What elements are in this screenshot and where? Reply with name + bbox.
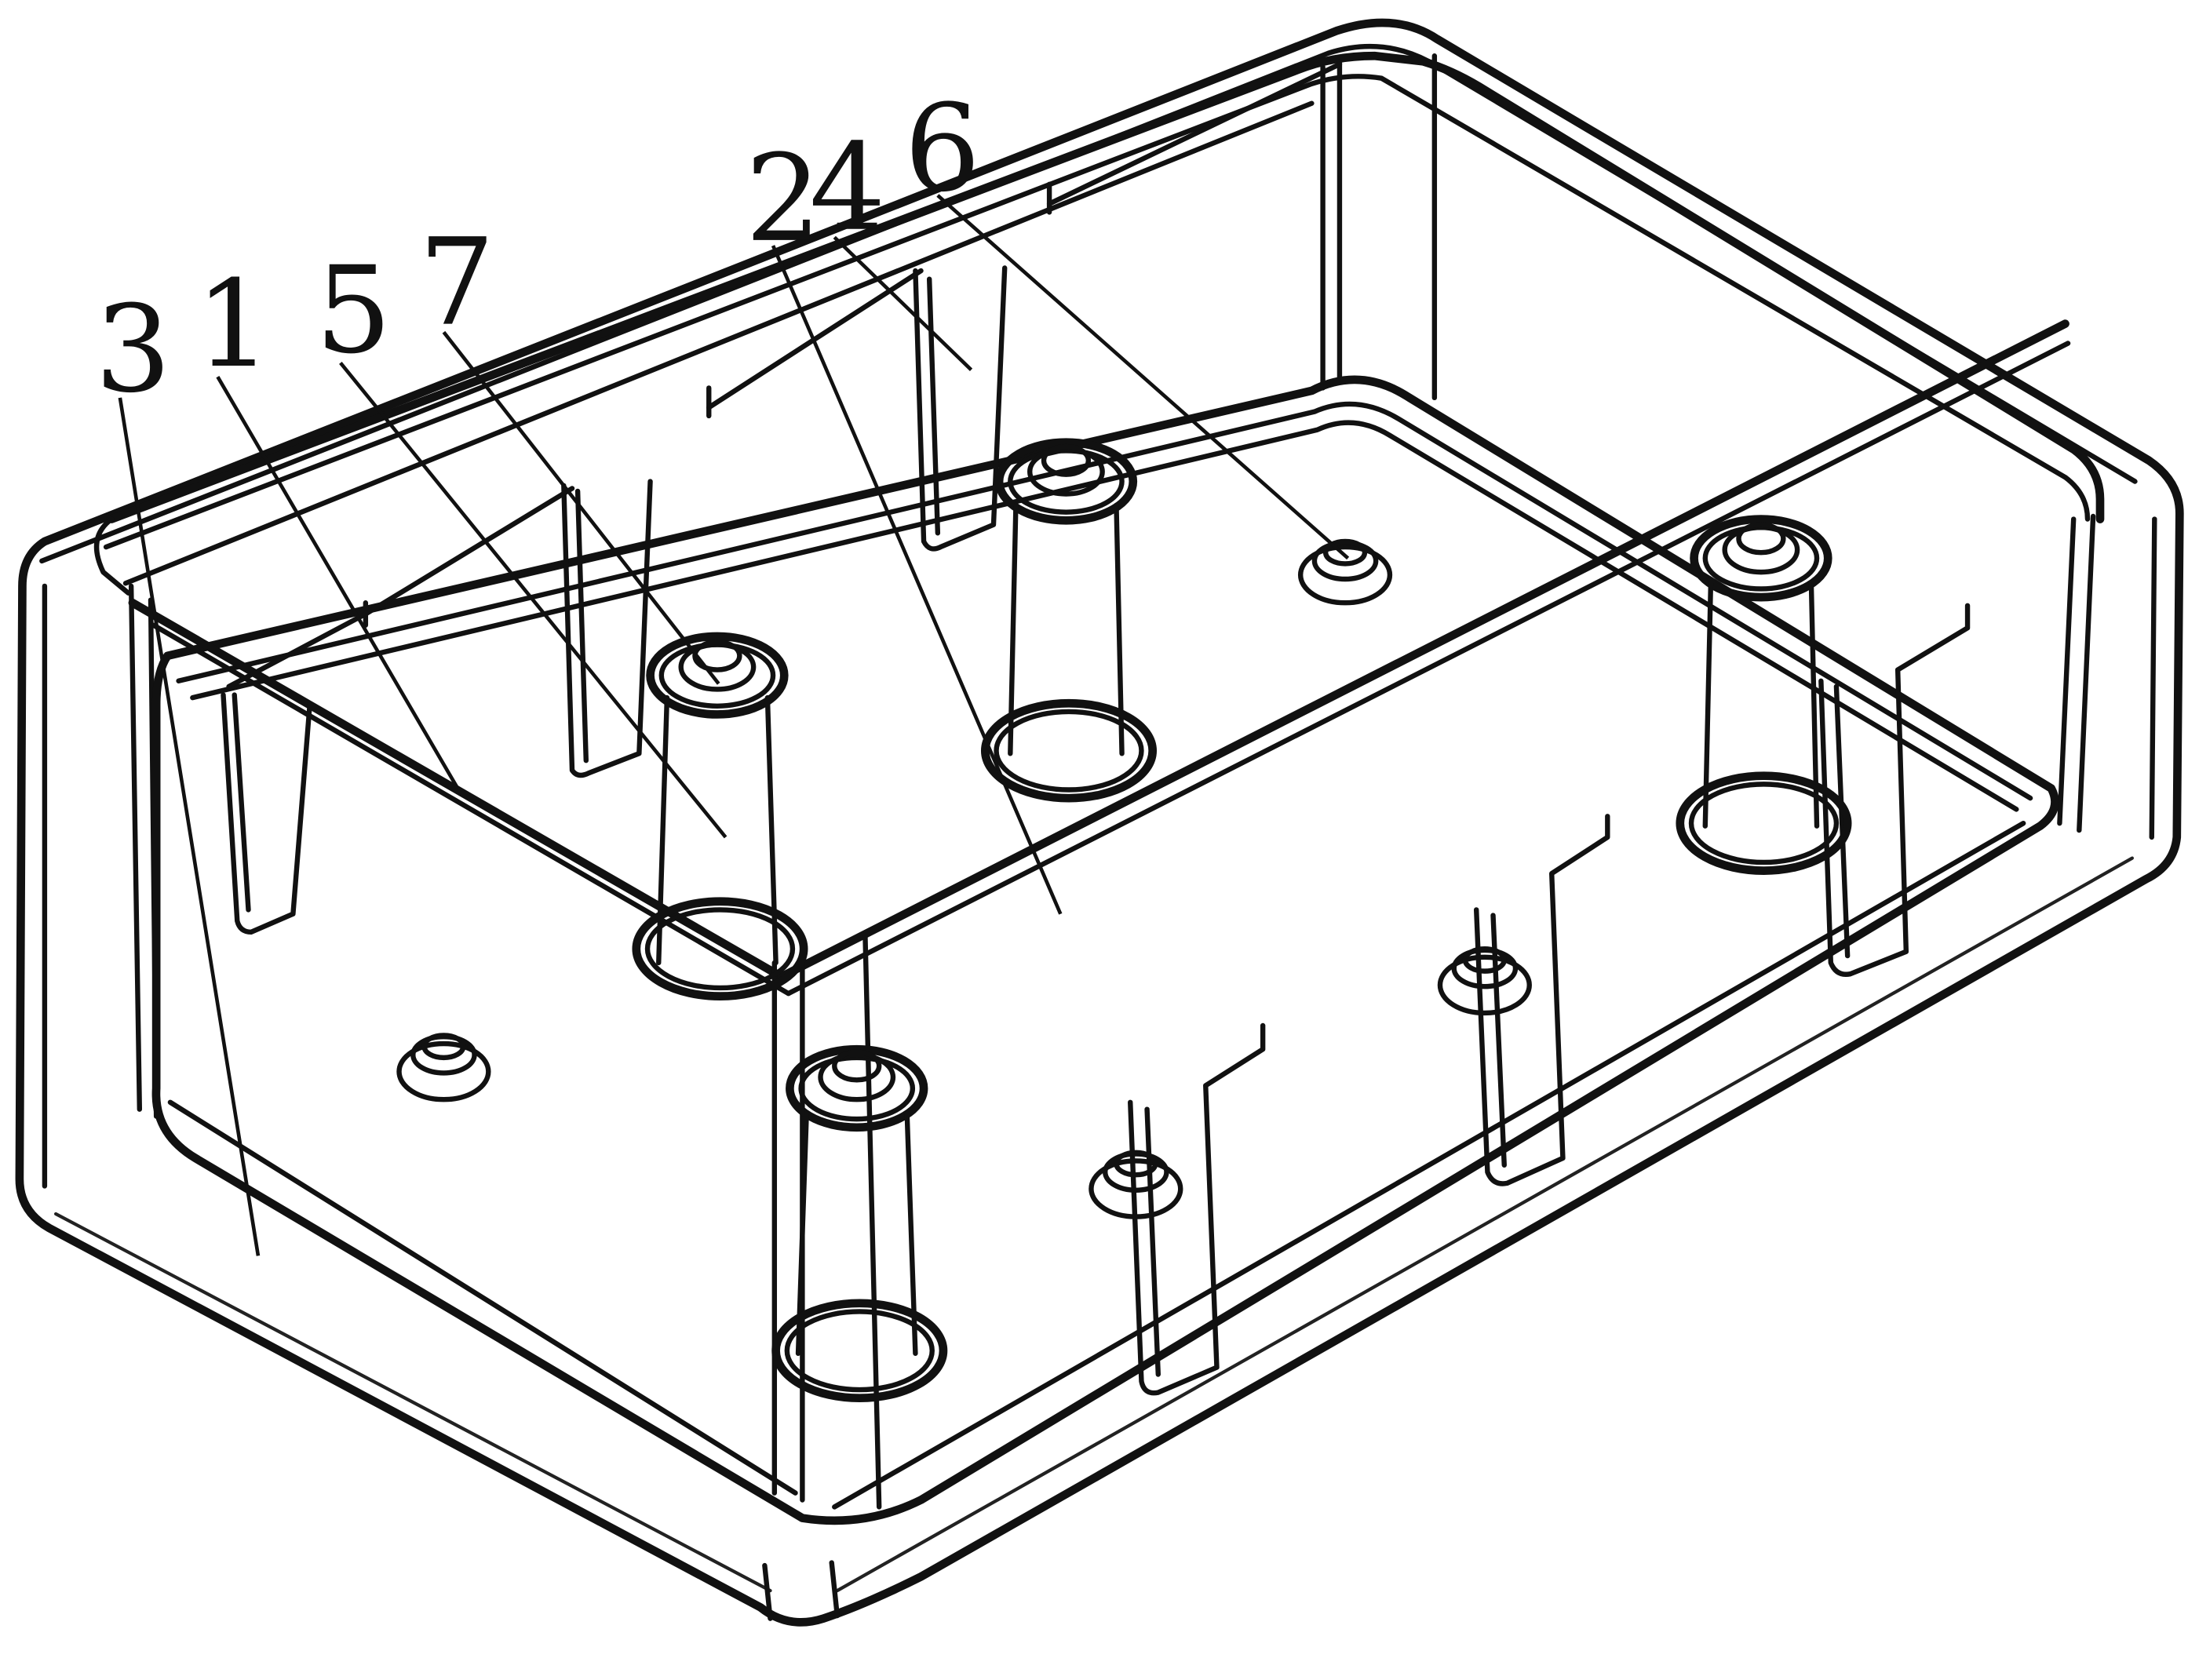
label-6: 6 [904, 79, 980, 219]
label-4: 4 [809, 118, 885, 258]
post-front [771, 1044, 948, 1403]
boss-front-right [1437, 946, 1532, 1016]
label-1: 1 [195, 255, 272, 395]
label-5: 5 [315, 241, 392, 381]
front-clips [1128, 603, 1971, 1396]
small-bosses [396, 538, 1532, 1219]
inner-tray [128, 319, 2071, 1525]
boss-front-left [396, 1033, 491, 1102]
label-7: 7 [418, 213, 494, 353]
post-right [1676, 515, 1852, 875]
label-2: 2 [745, 129, 821, 269]
leader-lines [118, 194, 1350, 1256]
post-back [980, 438, 1158, 803]
reference-labels: 3 1 5 7 2 4 6 [95, 79, 981, 420]
posts [632, 438, 1852, 1403]
post-left [632, 632, 808, 1000]
boss-front-mid [1089, 1150, 1183, 1219]
label-3: 3 [95, 280, 171, 420]
back-clips [221, 61, 1343, 935]
boss-6 [1297, 538, 1393, 606]
